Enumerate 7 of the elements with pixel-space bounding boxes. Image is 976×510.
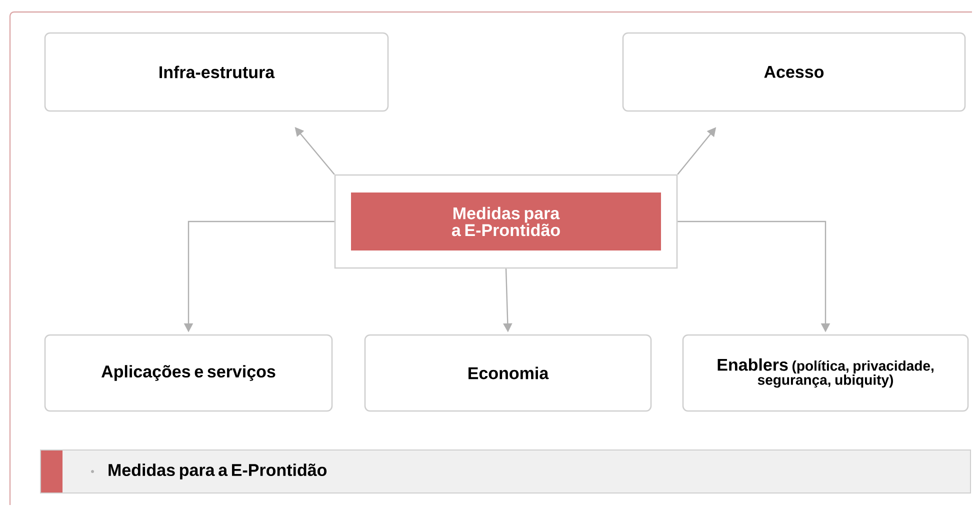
- process-box: Infra-estrutura: [44, 32, 389, 112]
- process-box: Economia: [364, 334, 652, 412]
- central-box: Medidas para a E-Prontidão: [334, 174, 678, 269]
- process-box: Enablers (política, privacidade, segurança, ubiquity): [682, 334, 969, 412]
- process-box: Aplicações e serviços: [44, 334, 333, 412]
- process-box: Acesso: [622, 32, 966, 112]
- caption-bar: Medidas para a E-Prontidão: [40, 450, 971, 494]
